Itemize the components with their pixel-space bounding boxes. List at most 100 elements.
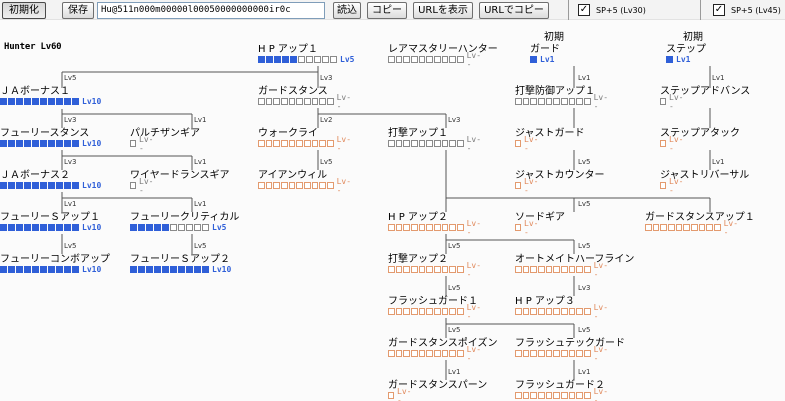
skill-level-pips[interactable]: Lv-- xyxy=(515,261,611,279)
level-pip[interactable] xyxy=(273,182,280,189)
level-pip[interactable] xyxy=(319,98,326,105)
level-pip[interactable] xyxy=(530,392,537,399)
level-pip[interactable] xyxy=(24,266,31,273)
level-pip[interactable] xyxy=(48,182,55,189)
level-pip[interactable] xyxy=(265,140,273,147)
level-pip[interactable] xyxy=(410,266,418,273)
level-pip[interactable] xyxy=(545,350,553,357)
level-pip[interactable] xyxy=(130,224,137,231)
level-pip[interactable] xyxy=(72,266,79,273)
level-pip[interactable] xyxy=(258,56,265,63)
skill-level-pips[interactable]: Lv-- xyxy=(388,345,484,363)
level-pip[interactable] xyxy=(274,56,281,63)
skill-level-pips[interactable]: Lv-- xyxy=(645,219,741,237)
level-pip[interactable] xyxy=(72,224,79,231)
level-pip[interactable] xyxy=(395,308,403,315)
level-pip[interactable] xyxy=(388,140,395,147)
level-pip[interactable] xyxy=(72,182,79,189)
level-pip[interactable] xyxy=(326,182,334,189)
level-pip[interactable] xyxy=(326,98,334,105)
level-pip[interactable] xyxy=(282,56,289,63)
skill-level-pips[interactable]: Lv-- xyxy=(660,135,684,153)
level-pip[interactable] xyxy=(515,140,522,147)
level-pip[interactable] xyxy=(560,392,568,399)
level-pip[interactable] xyxy=(568,392,576,399)
level-pip[interactable] xyxy=(449,140,456,147)
level-pip[interactable] xyxy=(16,266,23,273)
level-pip[interactable] xyxy=(16,224,23,231)
level-pip[interactable] xyxy=(146,224,153,231)
level-pip[interactable] xyxy=(410,224,418,231)
skill-level-pips[interactable]: Lv-- xyxy=(258,93,354,111)
skill-level-pips[interactable]: Lv10 xyxy=(0,139,101,148)
level-pip[interactable] xyxy=(652,224,660,231)
level-pip[interactable] xyxy=(449,56,456,63)
level-pip[interactable] xyxy=(170,266,177,273)
level-pip[interactable] xyxy=(583,308,591,315)
level-pip[interactable] xyxy=(24,140,31,147)
level-pip[interactable] xyxy=(322,56,329,63)
skill-level-pips[interactable]: Lv-- xyxy=(660,177,684,195)
level-pip[interactable] xyxy=(388,392,395,399)
level-pip[interactable] xyxy=(48,266,55,273)
level-pip[interactable] xyxy=(296,182,303,189)
level-pip[interactable] xyxy=(298,56,305,63)
level-pip[interactable] xyxy=(395,56,403,63)
level-pip[interactable] xyxy=(418,224,426,231)
level-pip[interactable] xyxy=(403,308,410,315)
level-pip[interactable] xyxy=(40,98,47,105)
level-pip[interactable] xyxy=(713,224,721,231)
level-pip[interactable] xyxy=(583,266,591,273)
level-pip[interactable] xyxy=(545,266,553,273)
level-pip[interactable] xyxy=(576,98,583,105)
level-pip[interactable] xyxy=(280,140,288,147)
level-pip[interactable] xyxy=(553,308,560,315)
level-pip[interactable] xyxy=(280,182,288,189)
level-pip[interactable] xyxy=(418,350,426,357)
level-pip[interactable] xyxy=(266,56,273,63)
skill-level-pips[interactable]: Lv-- xyxy=(388,387,412,401)
level-pip[interactable] xyxy=(273,140,280,147)
level-pip[interactable] xyxy=(178,224,185,231)
level-pip[interactable] xyxy=(530,56,537,63)
level-pip[interactable] xyxy=(258,98,265,105)
level-pip[interactable] xyxy=(403,266,410,273)
level-pip[interactable] xyxy=(72,140,79,147)
level-pip[interactable] xyxy=(410,140,418,147)
level-pip[interactable] xyxy=(515,266,522,273)
level-pip[interactable] xyxy=(395,140,403,147)
level-pip[interactable] xyxy=(319,140,326,147)
level-pip[interactable] xyxy=(273,98,280,105)
skill-level-pips[interactable]: Lv-- xyxy=(515,135,539,153)
level-pip[interactable] xyxy=(433,56,441,63)
level-pip[interactable] xyxy=(441,308,449,315)
skill-level-pips[interactable]: Lv10 xyxy=(130,265,231,274)
level-pip[interactable] xyxy=(537,98,545,105)
level-pip[interactable] xyxy=(553,98,560,105)
level-pip[interactable] xyxy=(388,224,395,231)
level-pip[interactable] xyxy=(418,140,426,147)
level-pip[interactable] xyxy=(433,266,441,273)
level-pip[interactable] xyxy=(64,182,71,189)
level-pip[interactable] xyxy=(666,56,673,63)
level-pip[interactable] xyxy=(433,140,441,147)
level-pip[interactable] xyxy=(583,350,591,357)
level-pip[interactable] xyxy=(0,266,7,273)
level-pip[interactable] xyxy=(515,224,522,231)
skill-level-pips[interactable]: Lv-- xyxy=(130,135,154,153)
level-pip[interactable] xyxy=(311,182,319,189)
level-pip[interactable] xyxy=(698,224,706,231)
level-pip[interactable] xyxy=(288,182,296,189)
skill-level-pips[interactable]: Lv-- xyxy=(388,303,484,321)
skill-level-pips[interactable]: Lv-- xyxy=(388,261,484,279)
level-pip[interactable] xyxy=(568,266,576,273)
level-pip[interactable] xyxy=(40,266,47,273)
skill-level-pips[interactable]: Lv-- xyxy=(130,177,154,195)
level-pip[interactable] xyxy=(296,98,303,105)
level-pip[interactable] xyxy=(16,98,23,105)
level-pip[interactable] xyxy=(48,224,55,231)
level-pip[interactable] xyxy=(130,140,137,147)
level-pip[interactable] xyxy=(388,308,395,315)
level-pip[interactable] xyxy=(515,392,522,399)
level-pip[interactable] xyxy=(288,98,296,105)
